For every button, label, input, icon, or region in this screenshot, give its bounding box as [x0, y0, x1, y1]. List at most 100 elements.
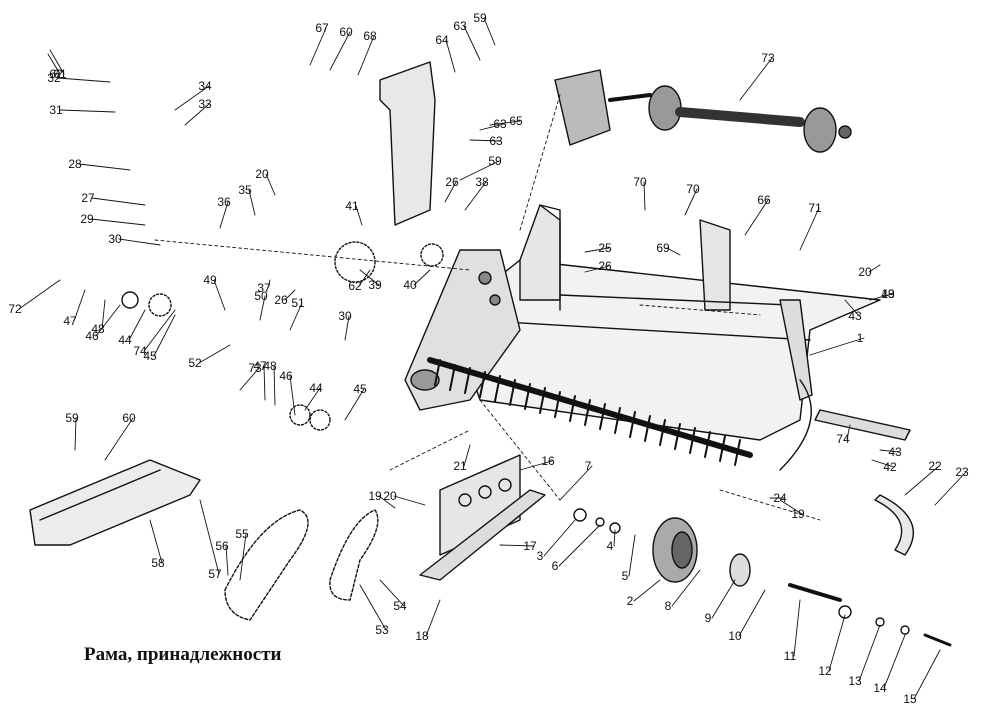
leader-line	[671, 569, 701, 607]
leader-line	[464, 181, 487, 211]
callout-number: 59	[65, 411, 79, 425]
callout-number: 14	[873, 681, 887, 695]
callout-number: 57	[208, 567, 222, 581]
leader-line	[74, 417, 77, 451]
callout-number: 58	[151, 556, 165, 570]
callout-number: 50	[254, 289, 268, 303]
leader-line	[904, 465, 940, 496]
callout-number: 43	[881, 287, 895, 301]
leader-line	[265, 173, 276, 196]
callout-number: 52	[188, 356, 202, 370]
leader-line	[613, 529, 616, 547]
callout-number: 26	[598, 259, 612, 273]
leader-line	[519, 460, 553, 471]
leader-line	[344, 315, 350, 341]
leader-line	[425, 599, 441, 637]
callout-number: 68	[363, 29, 377, 43]
callout-number: 4	[607, 539, 614, 553]
leader-line	[153, 314, 176, 357]
leader-line	[445, 39, 456, 73]
leader-line	[558, 524, 601, 567]
leader-line	[793, 599, 801, 657]
callout-number: 70	[633, 175, 647, 189]
belt-guard-58	[29, 459, 201, 546]
callout-number: 44	[118, 333, 132, 347]
leader-line	[828, 614, 846, 672]
callout-number: 17	[523, 539, 537, 553]
callout-number: 33	[198, 97, 212, 111]
leader-line	[78, 163, 131, 171]
leader-line	[95, 304, 121, 337]
callout-number: 61	[53, 67, 67, 81]
callout-number: 63	[453, 19, 467, 33]
leader-line	[444, 181, 457, 203]
leader-line	[213, 279, 226, 311]
leader-line	[858, 624, 881, 682]
leader-line	[284, 289, 296, 301]
callout-number: 8	[665, 599, 672, 613]
callout-number: 48	[263, 359, 277, 373]
callout-number: 46	[279, 369, 293, 383]
callout-number: 59	[473, 11, 487, 25]
leader-line	[459, 160, 500, 181]
callout-number: 71	[808, 201, 822, 215]
callout-number: 19	[791, 507, 805, 521]
leader-line	[479, 123, 505, 131]
callout-number: 63	[493, 117, 507, 131]
callout-number: 49	[203, 273, 217, 287]
leader-line	[304, 387, 321, 411]
frame-trough	[459, 204, 881, 471]
leader-line	[329, 31, 351, 71]
callout-number: 74	[836, 432, 850, 446]
leader-line	[584, 265, 610, 273]
callout-number: 60	[122, 411, 136, 425]
leader-line	[499, 544, 535, 547]
leader-line	[883, 634, 906, 689]
leader-line	[101, 299, 106, 330]
leader-line	[684, 188, 698, 216]
leader-line	[184, 103, 210, 126]
skid-16-17	[419, 454, 546, 581]
callout-number: 63	[489, 134, 503, 148]
belt-guard-61	[379, 61, 436, 226]
leader-line	[666, 247, 681, 256]
callout-number: 19	[881, 287, 895, 301]
leader-line	[267, 279, 271, 289]
leader-line	[289, 302, 303, 331]
callout-number: 26	[445, 175, 459, 189]
leader-line	[149, 519, 163, 564]
callout-number: 30	[108, 232, 122, 246]
callout-number: 43	[888, 445, 902, 459]
leader-line	[359, 269, 380, 286]
gearbox-driveshaft	[554, 69, 852, 153]
callout-number: 73	[761, 51, 775, 65]
callout-number: 20	[858, 265, 872, 279]
roller-assembly	[573, 508, 952, 647]
assembly-guides	[154, 94, 821, 521]
belts-53-55	[224, 509, 379, 621]
leader-line	[198, 344, 231, 364]
callout-number: 37	[257, 281, 271, 295]
leader-line	[344, 388, 365, 421]
leader-line	[934, 471, 967, 506]
leader-line	[239, 367, 260, 391]
leader-line	[628, 534, 636, 577]
callout-number: 11	[784, 649, 797, 663]
leader-line	[393, 495, 426, 506]
leader-lines	[18, 17, 967, 700]
callout-number: 2	[627, 594, 634, 608]
leader-line	[633, 579, 661, 602]
callout-number: 39	[368, 278, 382, 292]
callout-number: 53	[375, 623, 389, 637]
leader-line	[355, 205, 363, 226]
callout-number: 34	[198, 79, 212, 93]
callout-number: 20	[383, 489, 397, 503]
callout-number: 16	[541, 454, 555, 468]
leader-line	[309, 27, 327, 66]
leader-line	[584, 247, 610, 253]
leader-line	[225, 545, 229, 576]
callout-number: 6	[552, 559, 559, 573]
leader-line	[483, 17, 496, 46]
